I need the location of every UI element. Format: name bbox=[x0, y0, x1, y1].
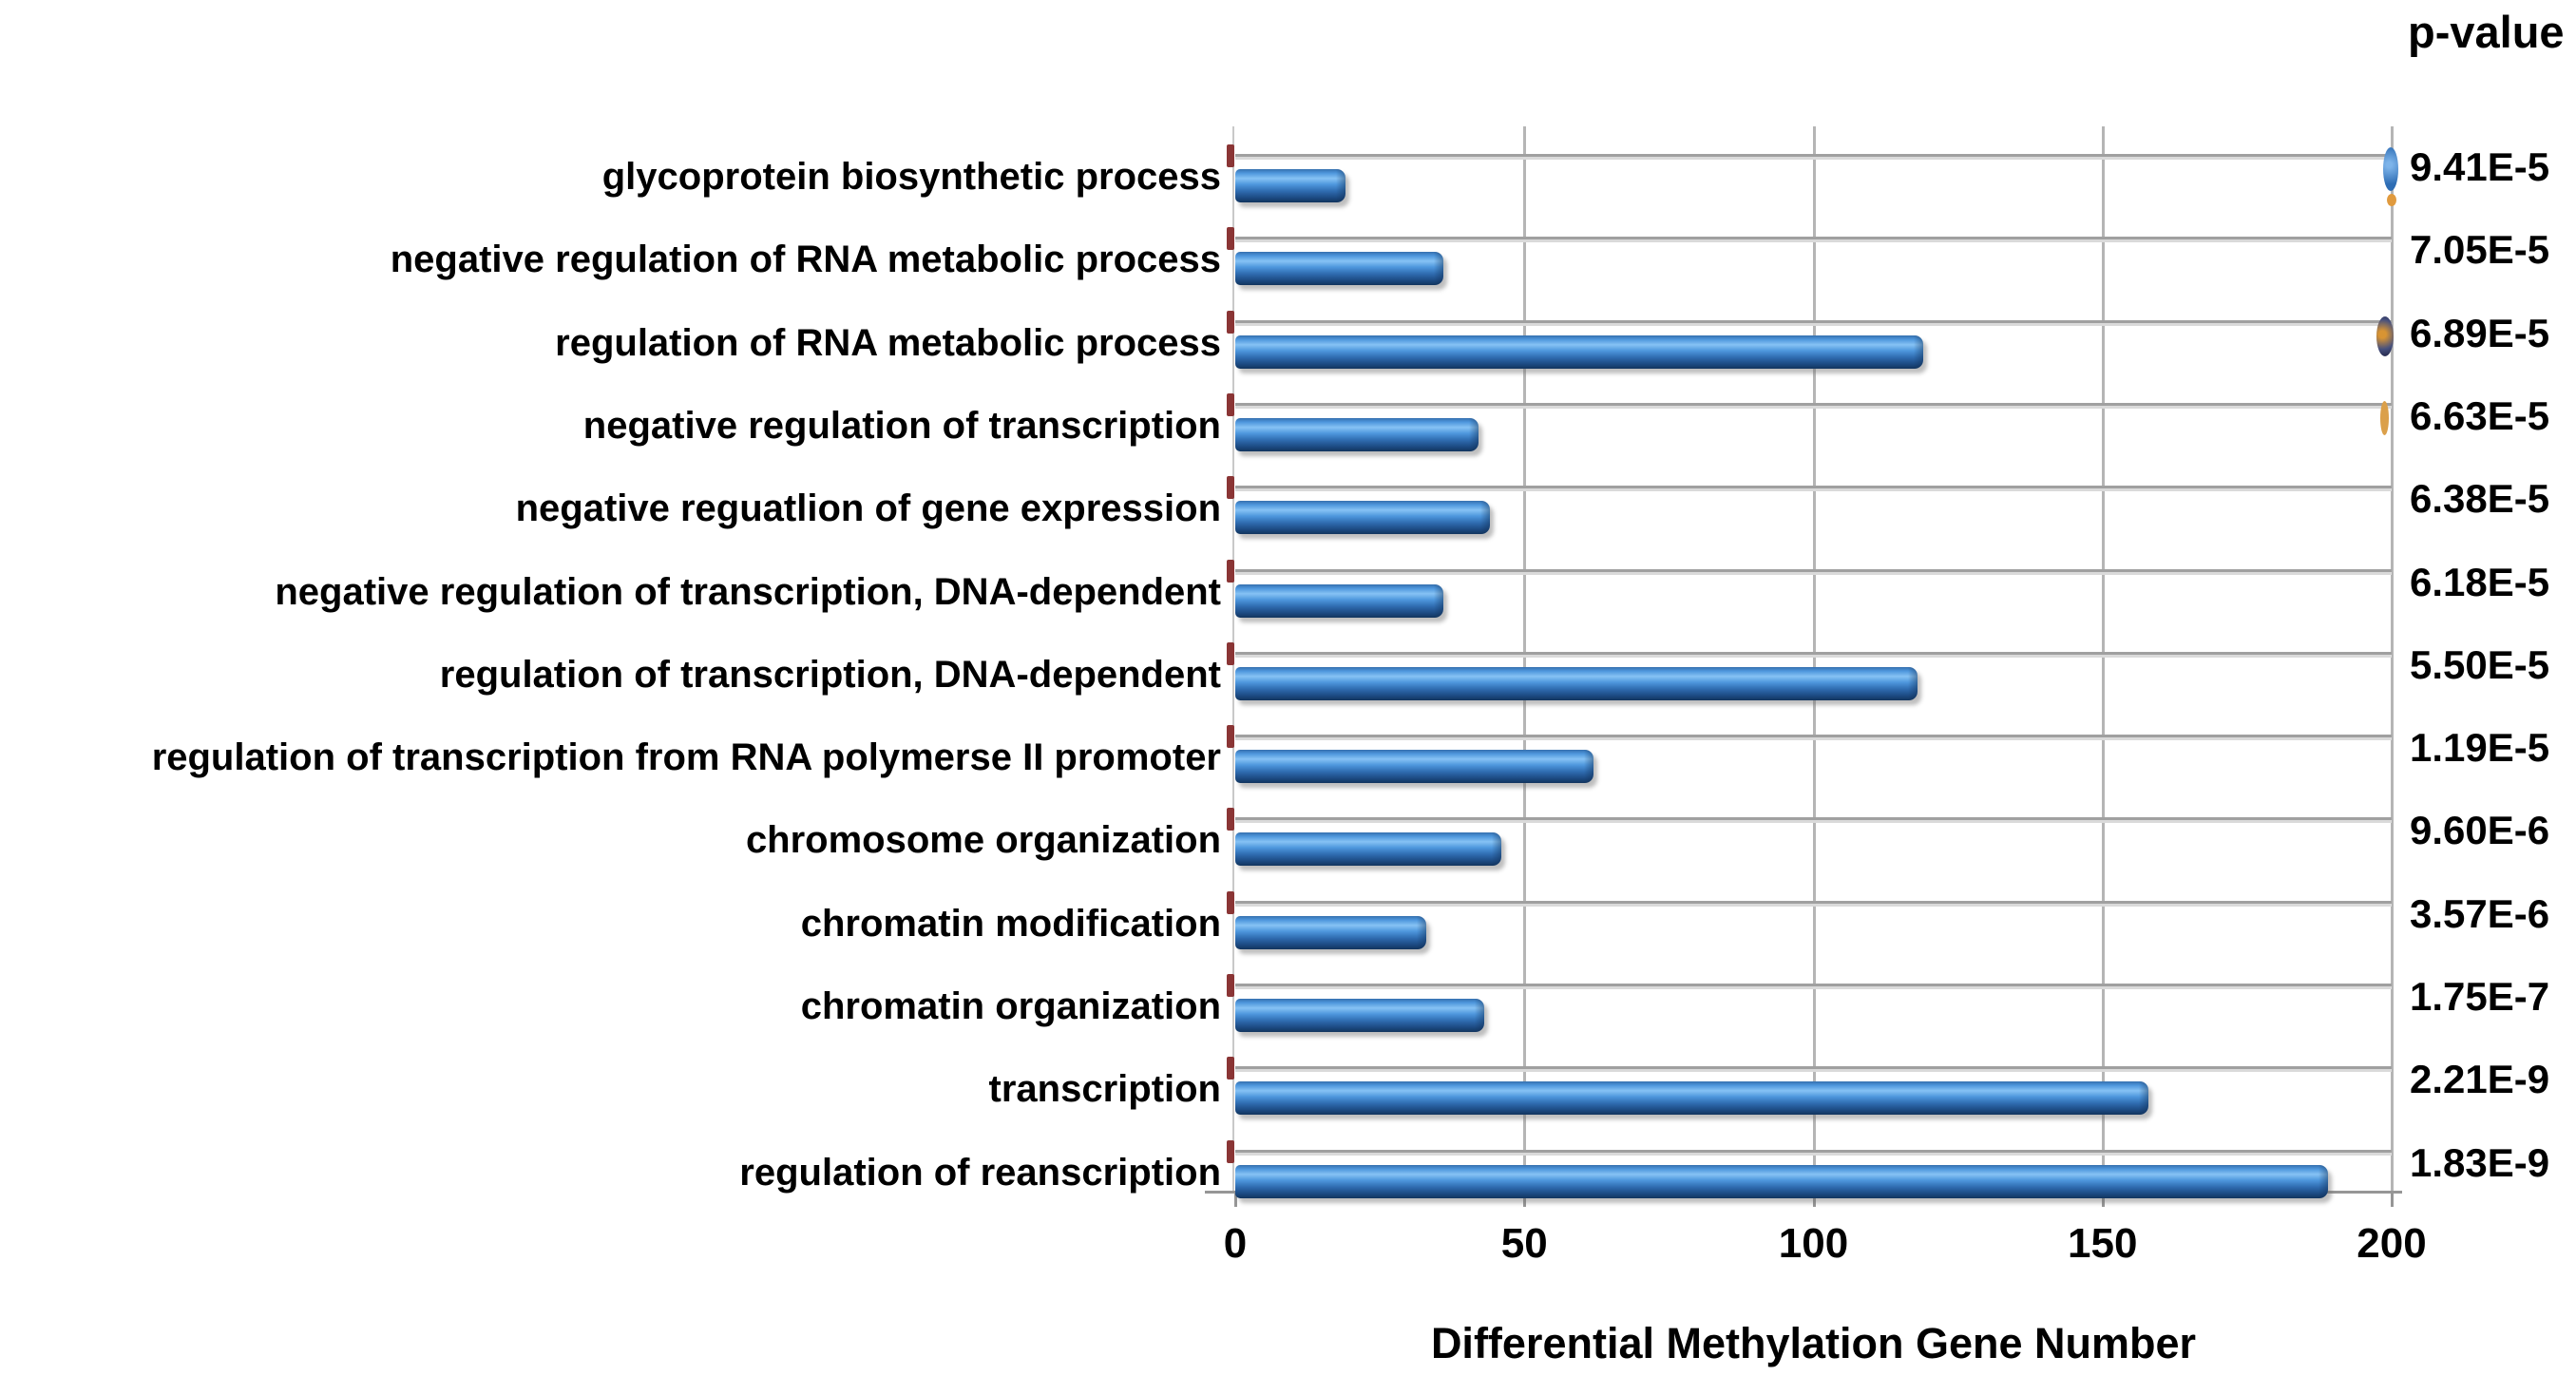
row-gridline bbox=[1235, 1149, 2392, 1153]
gene-number-bar bbox=[1235, 832, 1501, 867]
category-label: chromatin modification bbox=[800, 902, 1221, 945]
vertical-gridline bbox=[2391, 126, 2394, 1193]
p-value-label: 1.83E-9 bbox=[2410, 1139, 2550, 1185]
gene-number-bar bbox=[1235, 1164, 2328, 1198]
row-axis-red-tick bbox=[1227, 476, 1234, 500]
gene-number-bar bbox=[1235, 750, 1593, 784]
x-axis-tick bbox=[1523, 1194, 1527, 1207]
gene-number-bar bbox=[1235, 999, 1484, 1032]
clipped-marker-blue bbox=[2383, 147, 2398, 191]
p-value-label: 7.05E-5 bbox=[2410, 227, 2550, 273]
x-axis-tick-label: 100 bbox=[1778, 1220, 1849, 1267]
row-gridline bbox=[1235, 319, 2392, 323]
category-label: negative regulation of transcription bbox=[582, 404, 1221, 447]
p-value-label: 6.38E-5 bbox=[2410, 476, 2550, 522]
row-axis-red-tick bbox=[1227, 227, 1234, 251]
row-axis-red-tick bbox=[1227, 559, 1234, 583]
vertical-gridline bbox=[1812, 126, 1816, 1193]
gene-number-bar bbox=[1235, 169, 1345, 202]
gene-number-bar bbox=[1235, 666, 1918, 700]
category-label: negative regulation of transcription, DN… bbox=[275, 570, 1221, 613]
row-axis-red-tick bbox=[1227, 974, 1234, 997]
p-value-label: 2.21E-9 bbox=[2410, 1057, 2550, 1102]
clipped-marker-orange-dot bbox=[2387, 194, 2396, 206]
row-axis-red-tick bbox=[1227, 808, 1234, 831]
row-gridline bbox=[1235, 651, 2392, 655]
row-axis-red-tick bbox=[1227, 641, 1234, 665]
clipped-marker-orange-arc bbox=[2380, 400, 2389, 435]
x-axis-tick-label: 200 bbox=[2357, 1220, 2427, 1267]
row-gridline bbox=[1235, 1066, 2392, 1070]
gene-number-bar bbox=[1235, 252, 1443, 286]
row-axis-red-tick bbox=[1227, 725, 1234, 749]
category-label: regulation of transcription from RNA pol… bbox=[151, 736, 1221, 779]
category-label: negative regulation of RNA metabolic pro… bbox=[390, 239, 1221, 281]
x-axis-tick bbox=[1234, 1194, 1237, 1207]
category-label: chromosome organization bbox=[745, 819, 1221, 862]
row-axis-red-tick bbox=[1227, 310, 1234, 334]
gene-number-bar bbox=[1235, 1081, 2148, 1116]
row-gridline bbox=[1235, 817, 2392, 821]
x-axis-tick bbox=[1812, 1194, 1816, 1207]
p-value-label: 1.75E-7 bbox=[2410, 974, 2550, 1019]
x-axis-tick-label: 150 bbox=[2068, 1220, 2138, 1267]
clipped-marker-crescent bbox=[2376, 315, 2394, 356]
gene-number-bar bbox=[1235, 501, 1490, 535]
row-axis-red-tick bbox=[1227, 1057, 1234, 1080]
row-gridline bbox=[1235, 900, 2392, 904]
x-axis-tick bbox=[2101, 1194, 2105, 1207]
x-axis-tick-label: 50 bbox=[1500, 1220, 1548, 1267]
row-axis-red-tick bbox=[1227, 392, 1234, 416]
row-gridline bbox=[1235, 735, 2392, 738]
category-label: regulation of RNA metabolic process bbox=[555, 321, 1221, 364]
vertical-gridline bbox=[1523, 126, 1527, 1193]
gene-number-bar bbox=[1235, 417, 1479, 451]
p-value-label: 9.41E-5 bbox=[2410, 144, 2550, 189]
category-label: regulation of transcription, DNA-depende… bbox=[439, 653, 1221, 696]
p-value-label: 9.60E-6 bbox=[2410, 808, 2550, 853]
category-label: glycoprotein biosynthetic process bbox=[601, 156, 1221, 198]
p-value-label: 6.89E-5 bbox=[2410, 310, 2550, 355]
p-value-label: 6.18E-5 bbox=[2410, 559, 2550, 604]
row-gridline bbox=[1235, 568, 2392, 572]
x-axis-title: Differential Methylation Gene Number bbox=[1430, 1319, 2197, 1367]
p-value-label: 1.19E-5 bbox=[2410, 725, 2550, 771]
p-value-column-header: p-value bbox=[2408, 7, 2565, 57]
row-axis-red-tick bbox=[1227, 1139, 1234, 1163]
category-label: negative reguatlion of gene expression bbox=[515, 487, 1221, 530]
p-value-label: 6.63E-5 bbox=[2410, 392, 2550, 438]
row-gridline bbox=[1235, 984, 2392, 986]
gene-number-bar bbox=[1235, 583, 1443, 618]
row-axis-red-tick bbox=[1227, 890, 1234, 914]
row-gridline bbox=[1235, 486, 2392, 489]
p-value-label: 5.50E-5 bbox=[2410, 641, 2550, 687]
row-gridline bbox=[1235, 402, 2392, 406]
category-label: chromatin organization bbox=[800, 985, 1221, 1027]
category-label: transcription bbox=[988, 1068, 1221, 1111]
x-axis-tick bbox=[2391, 1194, 2394, 1207]
p-value-label: 3.57E-6 bbox=[2410, 890, 2550, 936]
row-gridline bbox=[1235, 237, 2392, 240]
gene-number-bar bbox=[1235, 915, 1426, 949]
vertical-gridline bbox=[2101, 126, 2105, 1193]
row-axis-red-tick bbox=[1227, 144, 1234, 167]
category-label: regulation of reanscription bbox=[739, 1151, 1221, 1194]
row-gridline bbox=[1235, 154, 2392, 157]
x-axis-tick-label: 0 bbox=[1223, 1220, 1248, 1267]
gene-number-bar bbox=[1235, 334, 1923, 369]
